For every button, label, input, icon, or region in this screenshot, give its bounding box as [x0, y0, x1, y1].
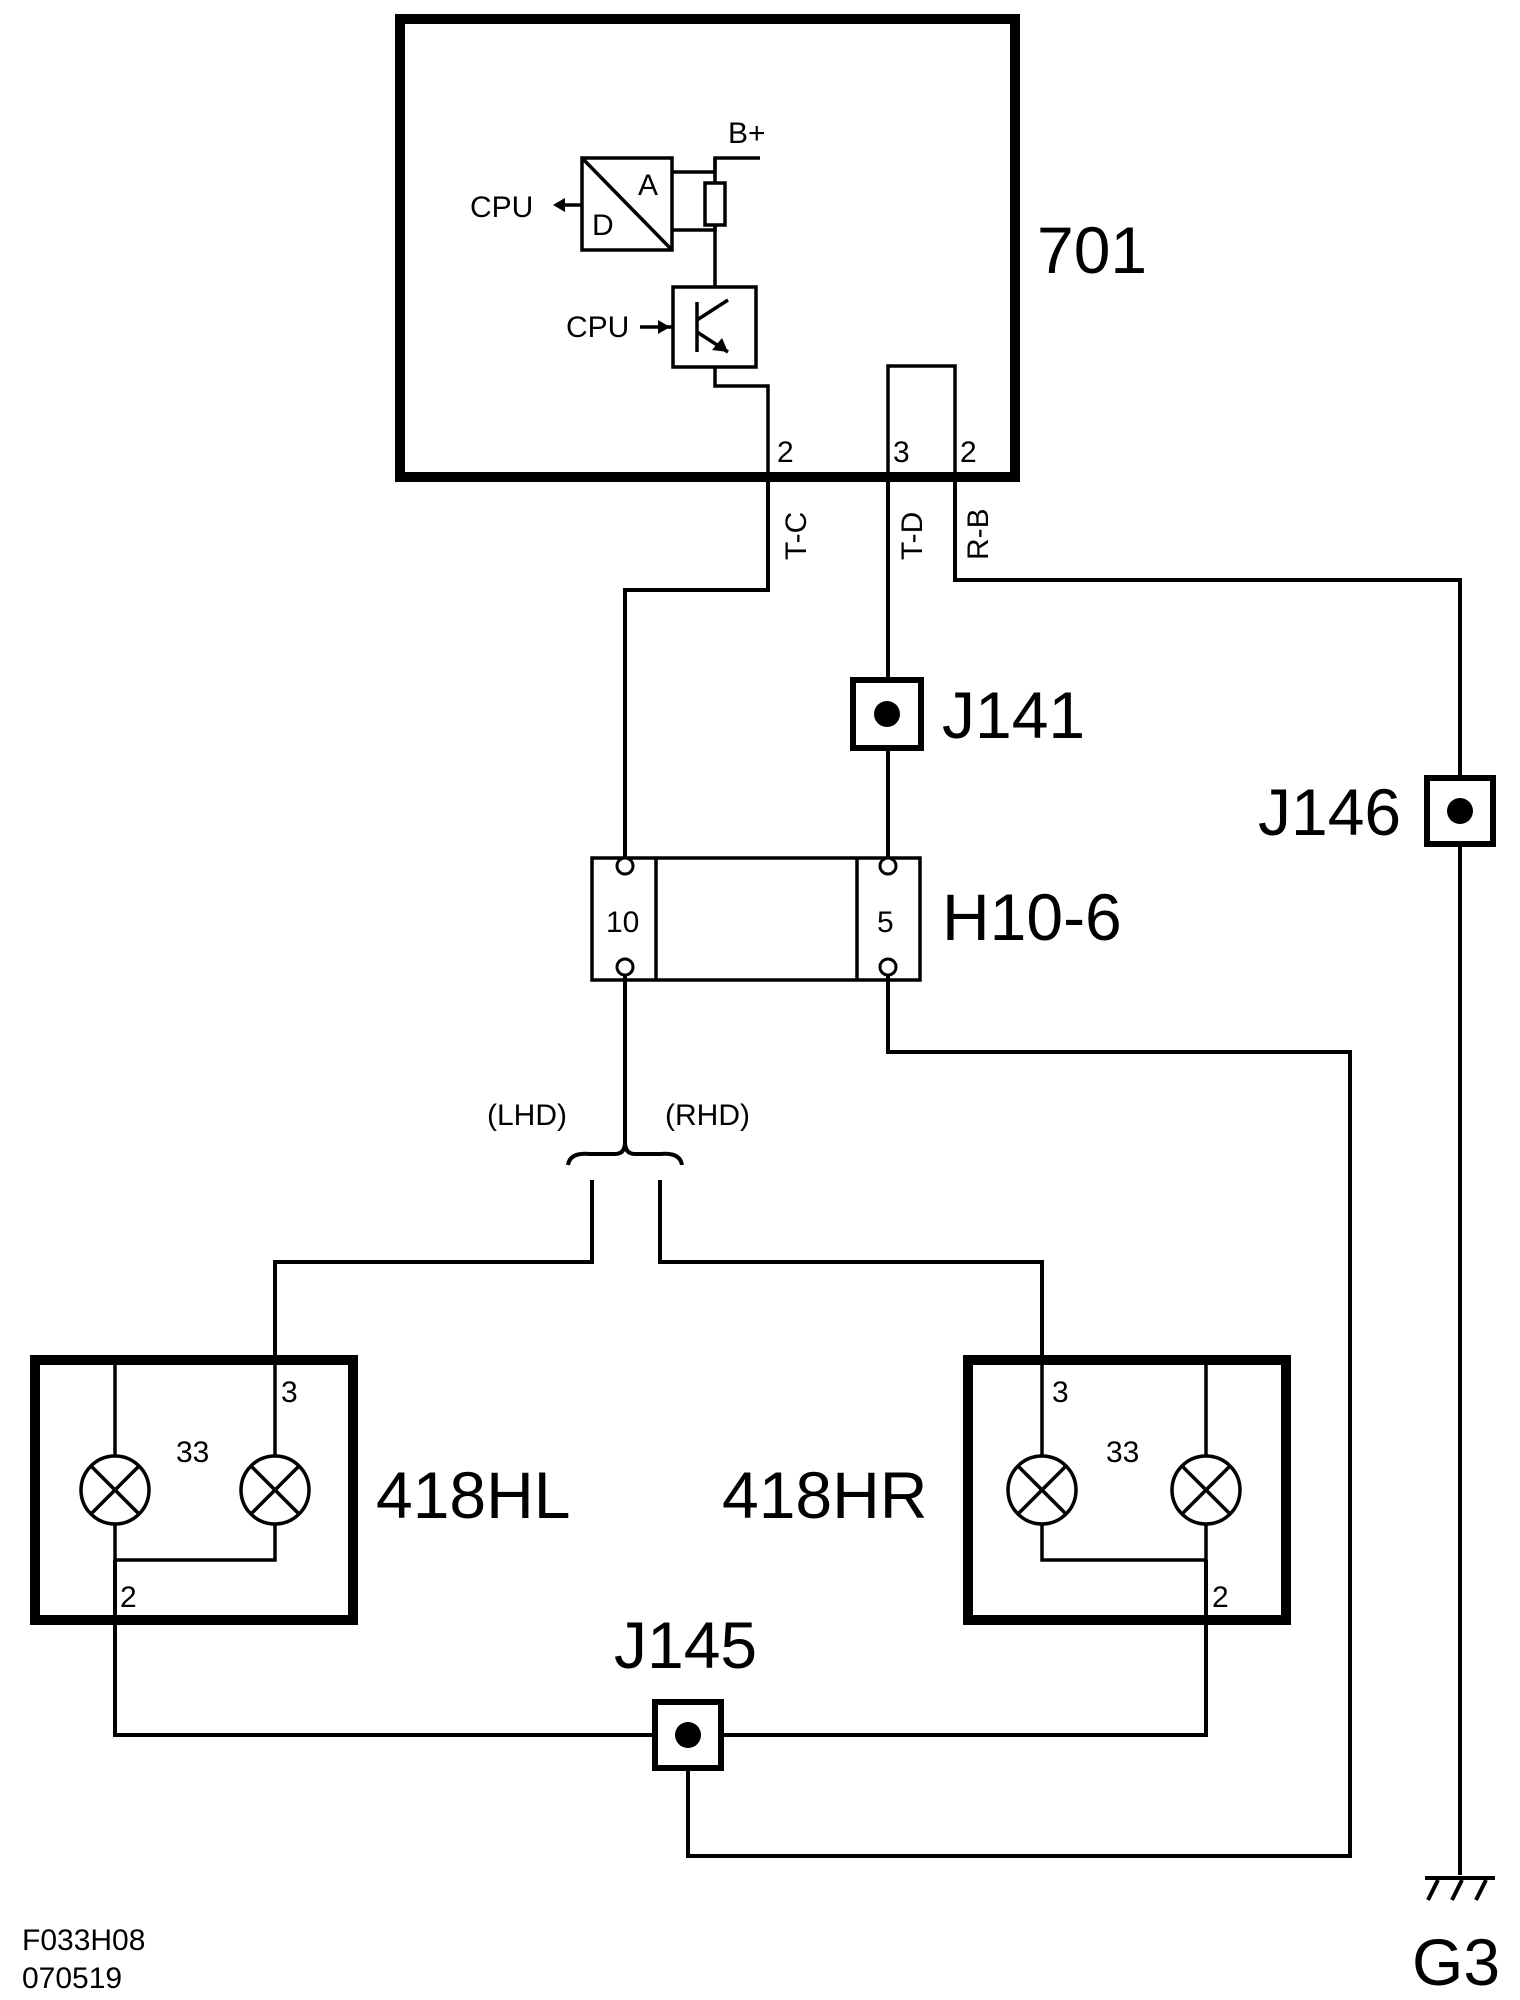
lamp-418hr-box	[963, 1355, 1291, 1625]
lamp-418hr-pin3: 3	[1052, 1376, 1069, 1409]
resistor-icon	[703, 181, 727, 227]
connector-pin-5: 5	[877, 906, 894, 939]
variant-rhd-label: (RHD)	[665, 1099, 750, 1132]
junction-j146-label: J146	[1258, 775, 1401, 849]
lamp-418hr-bulb-right-icon	[1170, 1454, 1242, 1526]
lamp-418hl-pin2: 2	[120, 1581, 137, 1614]
lamp-418hl-bulb-right-icon	[239, 1454, 311, 1526]
lamp-418hl-pin3: 3	[281, 1376, 298, 1409]
lamp-418hr-pin2: 2	[1212, 1581, 1229, 1614]
ground-icon	[1425, 1876, 1495, 1901]
wire-td-label: T-D	[896, 512, 929, 560]
junction-j141	[850, 677, 924, 751]
wire-tc-label: T-C	[780, 512, 813, 560]
footer-code: F033H08	[22, 1924, 145, 1957]
lamp-418hl-bulb-left-icon	[79, 1454, 151, 1526]
adc-a-label: A	[638, 169, 658, 202]
junction-j145	[652, 1699, 724, 1771]
connector-h10-6	[590, 856, 922, 982]
pin-rb: 2	[960, 436, 977, 469]
transistor-icon	[671, 285, 758, 369]
cpu-input-arrow-icon	[640, 320, 673, 334]
junction-j141-label: J141	[942, 678, 1085, 752]
lamp-418hl-bulb: 33	[176, 1436, 209, 1469]
pin-tc: 2	[777, 436, 794, 469]
variant-bracket	[566, 1141, 684, 1166]
variant-lhd-label: (LHD)	[487, 1099, 567, 1132]
junction-j145-label: J145	[614, 1608, 757, 1682]
lamp-418hl-box	[30, 1355, 358, 1625]
footer-date: 070519	[22, 1962, 122, 1995]
connector-pin-10: 10	[606, 906, 639, 939]
ground-label: G3	[1412, 1925, 1500, 1999]
supply-label: B+	[728, 117, 766, 150]
lamp-418hr-bulb-left-icon	[1006, 1454, 1078, 1526]
wire-rb-label: R-B	[962, 508, 995, 560]
junction-j146	[1424, 775, 1496, 847]
cpu-adc-label: CPU	[470, 191, 533, 224]
lamp-418hr-bulb: 33	[1106, 1436, 1139, 1469]
module-701-label: 701	[1037, 213, 1147, 287]
lamp-418hl-label: 418HL	[376, 1458, 571, 1532]
adc-d-label: D	[592, 209, 614, 242]
lamp-418hr-label: 418HR	[722, 1458, 927, 1532]
wire-rb	[953, 477, 1462, 778]
connector-label: H10-6	[942, 880, 1122, 954]
module-701-box	[395, 14, 1020, 482]
pin-td: 3	[893, 436, 910, 469]
wire-tc	[623, 477, 770, 865]
cpu-output-arrow-icon	[553, 198, 582, 212]
cpu-transistor-label: CPU	[566, 311, 629, 344]
